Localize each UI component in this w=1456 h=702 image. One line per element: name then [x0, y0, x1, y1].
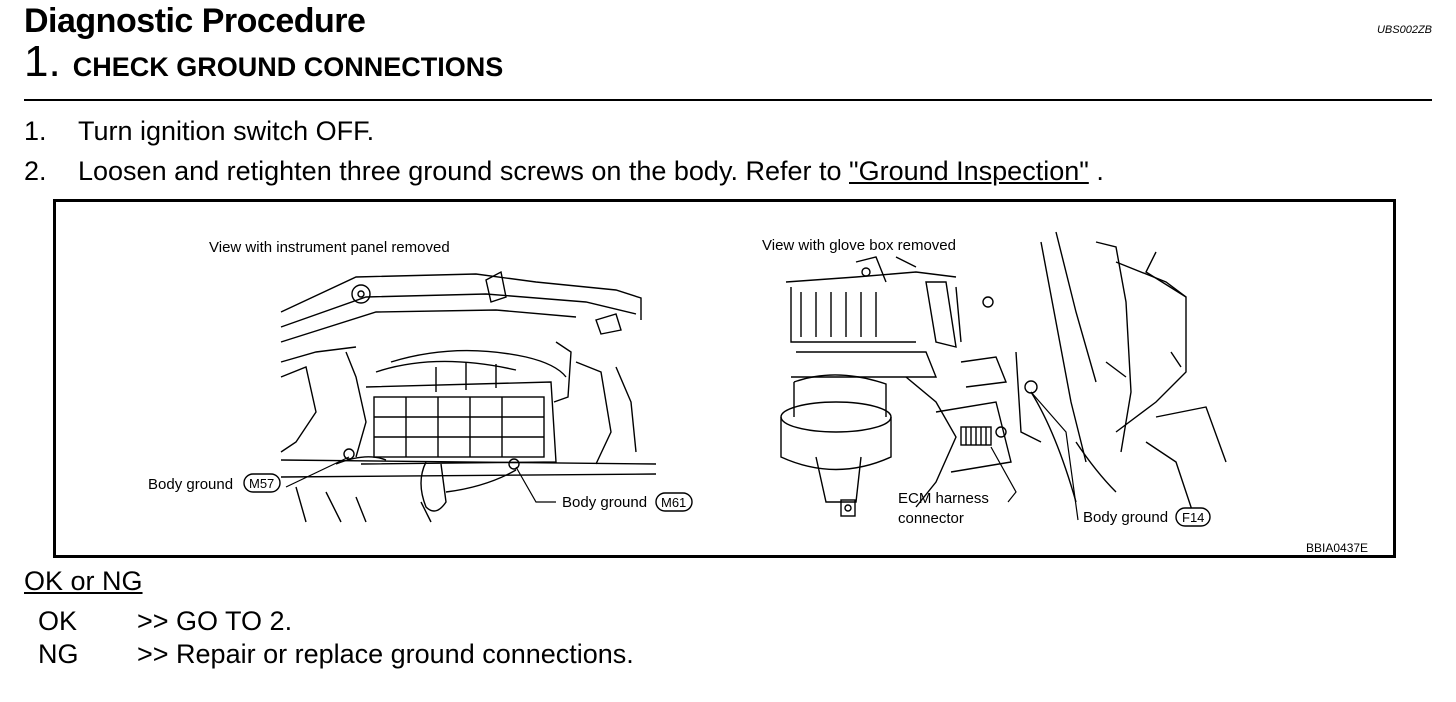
m61-callout-label: Body ground	[562, 494, 648, 511]
step-number: 1.	[24, 37, 61, 86]
step-title: CHECK GROUND CONNECTIONS	[72, 52, 504, 82]
instruction-text: Loosen and retighten three ground screws…	[78, 156, 849, 186]
instruction-item: 2. Loosen and retighten three ground scr…	[24, 156, 1104, 187]
step-heading: 1. CHECK GROUND CONNECTIONS	[24, 40, 503, 84]
ecm-connector-label: connector	[898, 510, 964, 527]
instruction-number: 2.	[24, 156, 47, 186]
instruction-text: Turn ignition switch OFF.	[78, 116, 375, 146]
ecm-harness-label: ECM harness	[898, 490, 989, 507]
m61-connector-code: M61	[661, 495, 687, 510]
instruction-item: 1. Turn ignition switch OFF.	[24, 116, 374, 147]
instruction-number: 1.	[24, 116, 47, 146]
result-heading: OK or NG	[24, 566, 143, 596]
heading-divider	[24, 99, 1432, 101]
result-key-ng: NG	[38, 639, 79, 669]
result-key-ok: OK	[38, 606, 78, 636]
instruction-text-end: .	[1088, 156, 1104, 186]
left-view-caption: View with instrument panel removed	[209, 239, 450, 256]
result-action-ok: >> GO TO 2.	[137, 606, 293, 636]
ground-inspection-link[interactable]: "Ground Inspection"	[849, 156, 1089, 186]
figure-id: BBIA0437E	[1306, 541, 1369, 555]
result-action-ng: >> Repair or replace ground connections.	[137, 639, 634, 669]
m57-connector-code: M57	[249, 476, 275, 491]
f14-connector-code: F14	[1182, 510, 1205, 525]
dashboard-line-drawing	[243, 231, 1227, 527]
page-title: Diagnostic Procedure	[24, 2, 366, 40]
document-code: UBS002ZB	[1376, 24, 1432, 36]
m57-callout-label: Body ground	[148, 476, 234, 493]
right-view-caption: View with glove box removed	[762, 237, 956, 254]
f14-callout-label: Body ground	[1083, 509, 1169, 526]
wiring-figure: View with instrument panel removed View …	[53, 199, 1396, 558]
